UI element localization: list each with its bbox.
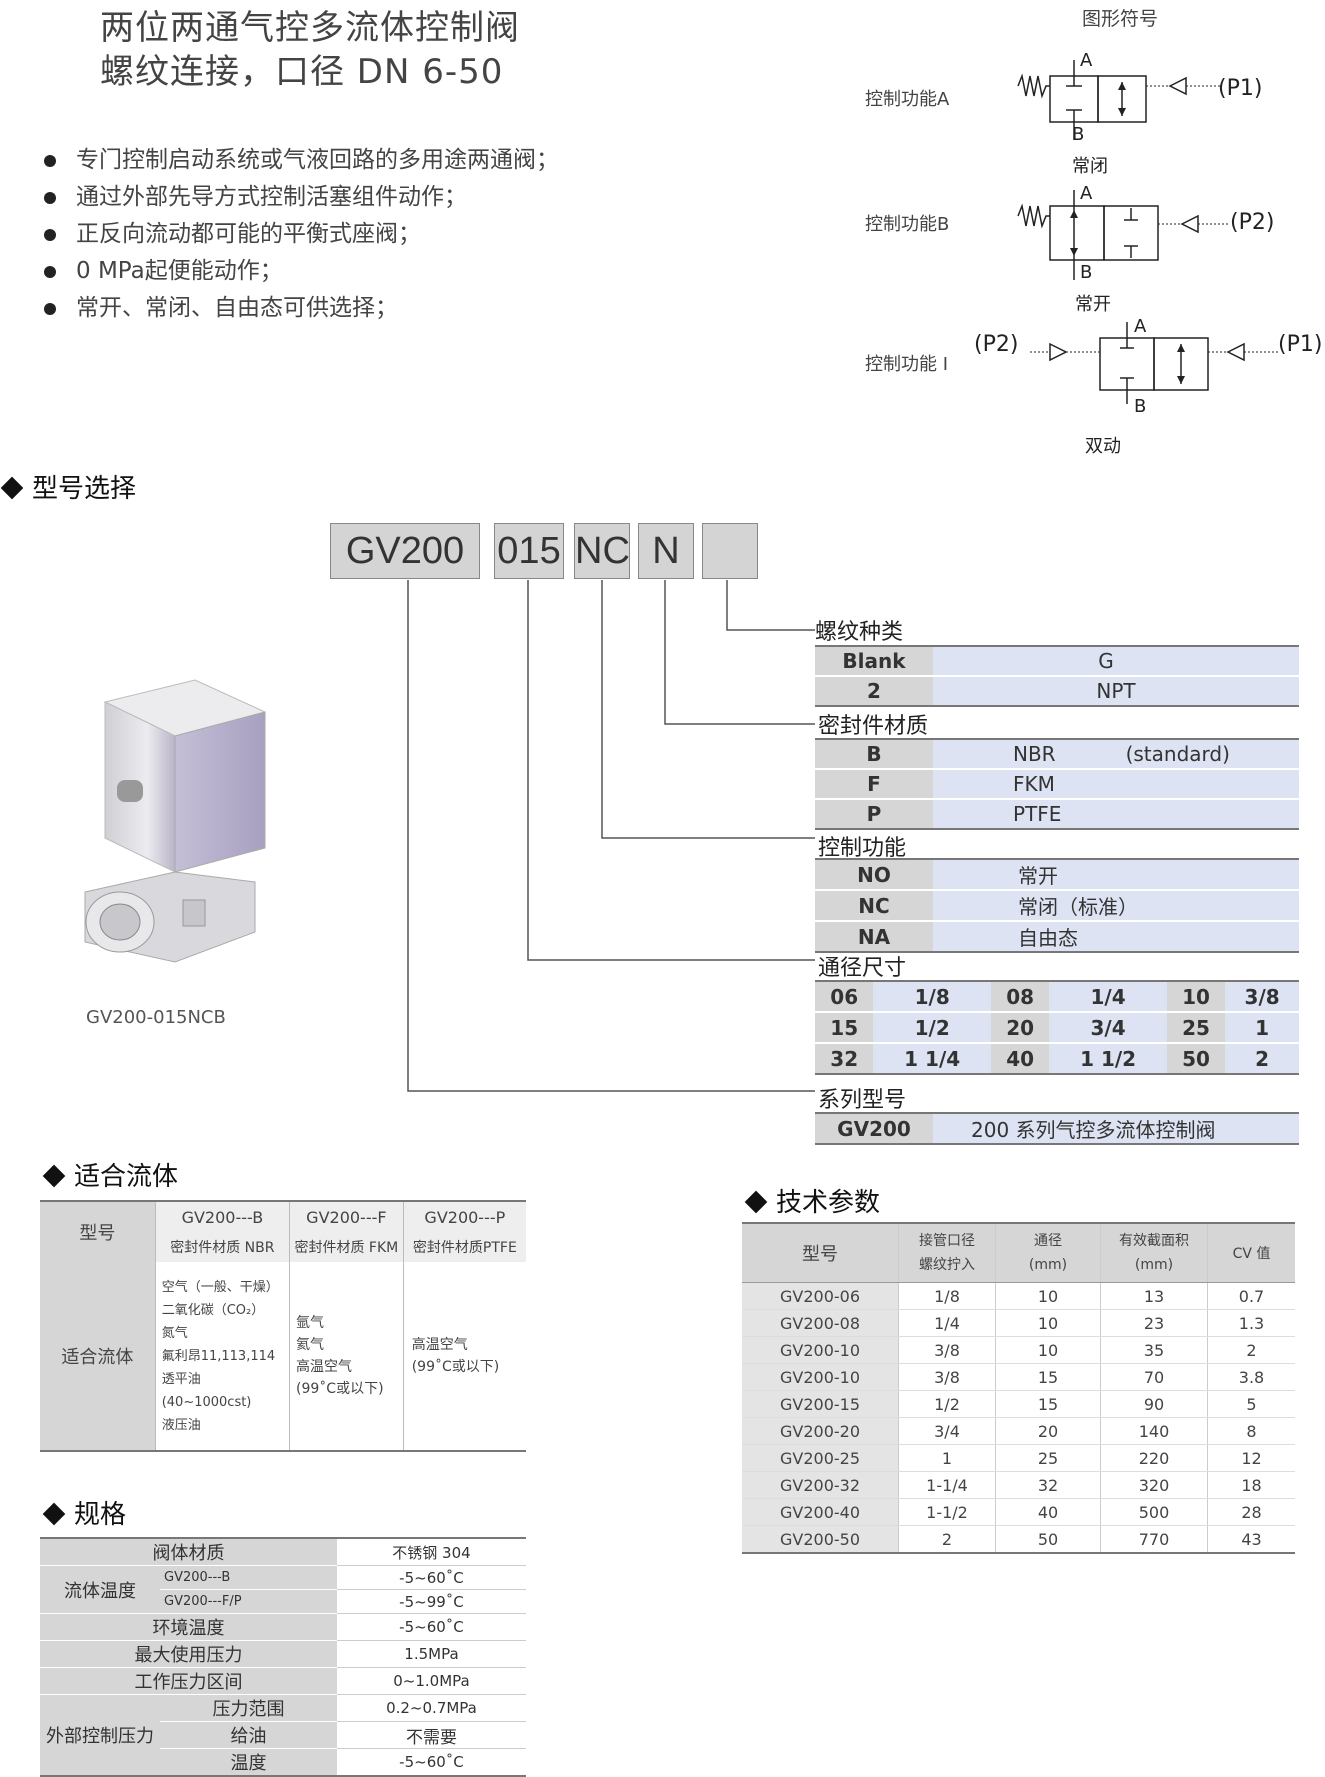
- symbol-a-pilot: (P1): [1218, 76, 1263, 101]
- feature-item: 通过外部先导方式控制活塞组件动作；: [40, 179, 559, 216]
- model-box-series: GV200: [330, 523, 480, 579]
- symbol-a-state: 常闭: [1072, 156, 1108, 177]
- size-title: 通径尺寸: [818, 956, 907, 981]
- section-tech: 技术参数: [742, 1182, 880, 1219]
- control-title: 控制功能: [818, 836, 907, 861]
- symbol-b-pilot: (P2): [1230, 210, 1275, 235]
- product-caption: GV200-015NCB: [86, 1007, 226, 1028]
- symbol-a-port-b: B: [1072, 124, 1085, 145]
- symbol-b-state: 常开: [1075, 294, 1111, 315]
- symbol-i-pilot-right: (P1): [1278, 332, 1323, 357]
- feature-item: 专门控制启动系统或气液回路的多用途两通阀；: [40, 142, 559, 179]
- page-subtitle: 螺纹连接，口径 DN 6-50: [100, 52, 504, 92]
- section-spec: 规格: [40, 1494, 126, 1531]
- feature-item: 正反向流动都可能的平衡式座阀；: [40, 216, 559, 253]
- symbol-i-port-a: A: [1134, 316, 1147, 337]
- symbol-i-state: 双动: [1085, 436, 1121, 457]
- thread-title: 螺纹种类: [815, 620, 904, 645]
- seal-title: 密封件材质: [818, 714, 929, 739]
- model-box-thread: [702, 523, 758, 579]
- symbol-i-pilot-left: (P2): [974, 332, 1019, 357]
- symbol-i-label: 控制功能 I: [865, 354, 949, 375]
- symbol-b-diagram: [1017, 190, 1230, 280]
- model-box-size: 015: [494, 523, 564, 579]
- model-box-control: NC: [574, 523, 630, 579]
- symbol-i-port-b: B: [1134, 396, 1147, 417]
- spec-table: 阀体材质 不锈钢 304 流体温度 GV200---B -5~60˚C GV20…: [40, 1537, 526, 1777]
- page-title: 两位两通气控多流体控制阀: [100, 8, 520, 48]
- diamond-icon: [744, 1190, 768, 1214]
- symbol-b-port-a: A: [1080, 183, 1093, 204]
- connector-lines: [407, 580, 815, 1092]
- symbol-b-port-b: B: [1080, 262, 1093, 283]
- diamond-icon: [42, 1164, 66, 1188]
- series-title: 系列型号: [818, 1088, 907, 1113]
- section-fluid: 适合流体: [40, 1156, 178, 1193]
- model-box-seal: N: [638, 523, 694, 579]
- symbol-a-label: 控制功能A: [865, 89, 950, 110]
- symbol-i-diagram: [1030, 322, 1280, 404]
- feature-list: 专门控制启动系统或气液回路的多用途两通阀； 通过外部先导方式控制活塞组件动作； …: [40, 142, 559, 327]
- section-model-selection: 型号选择: [0, 468, 136, 505]
- feature-item: 常开、常闭、自由态可供选择；: [40, 290, 559, 327]
- product-image: [84, 679, 267, 963]
- symbol-title: 图形符号: [1082, 8, 1159, 30]
- tech-table: 型号 接管口径 螺纹拧入 通径 (mm) 有效截面积 (mm) CV 值 GV2…: [742, 1222, 1295, 1554]
- diamond-icon: [42, 1502, 66, 1526]
- symbol-b-label: 控制功能B: [865, 214, 950, 235]
- symbol-a-port-a: A: [1080, 50, 1093, 71]
- symbol-a-diagram: [1017, 60, 1220, 140]
- fluid-table: 型号 GV200---B 密封件材质 NBR GV200---F 密封件材质 F…: [40, 1200, 526, 1452]
- feature-item: 0 MPa起便能动作；: [40, 253, 559, 290]
